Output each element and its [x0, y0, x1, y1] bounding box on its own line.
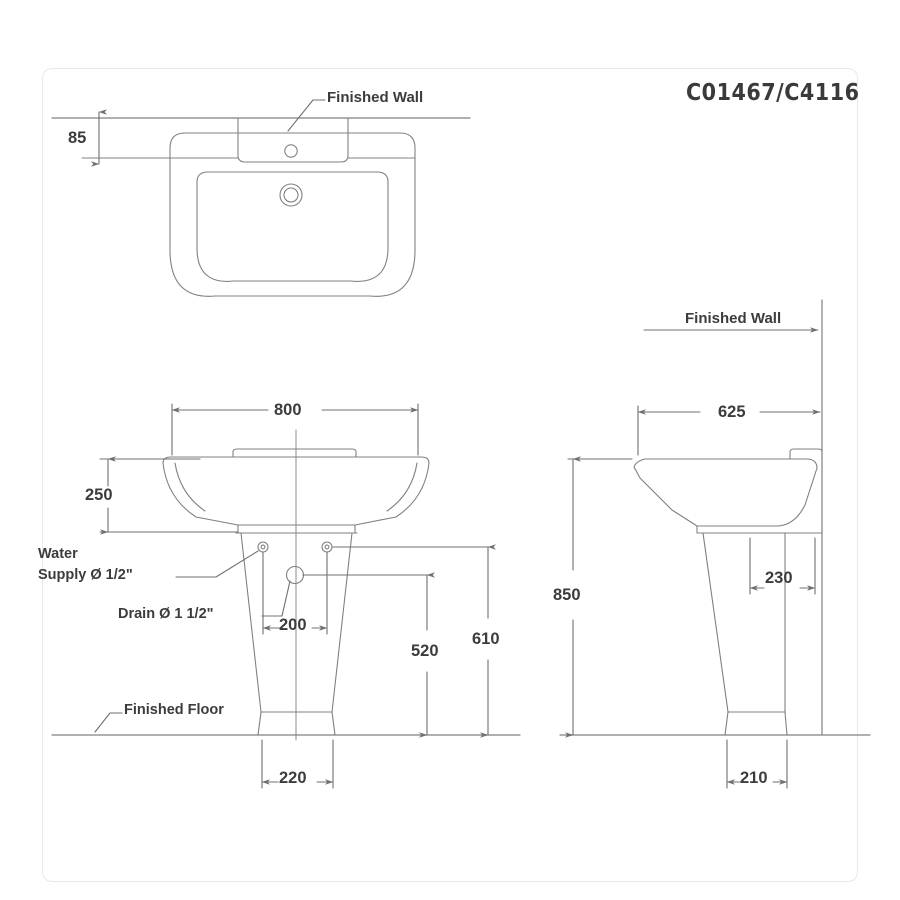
dim-85: [91, 109, 107, 167]
dim-label-200: 200: [279, 616, 307, 634]
dim-625: [637, 405, 821, 456]
finished-floor-leader: [94, 712, 123, 733]
label-finished-wall-top: Finished Wall: [327, 89, 424, 106]
dim-label-85: 85: [68, 129, 87, 147]
label-finished-floor: Finished Floor: [124, 702, 224, 718]
dim-label-250: 250: [85, 486, 113, 504]
side-view-geometry: [559, 299, 871, 736]
top-view-geometry: [51, 117, 471, 297]
label-drain: Drain Ø 1 1/2": [118, 606, 214, 622]
page-title: C01467/C4116: [686, 80, 860, 106]
label-finished-wall-side: Finished Wall: [685, 310, 782, 327]
dim-230: [749, 537, 816, 595]
dim-label-850: 850: [553, 586, 581, 604]
dim-200: [262, 551, 328, 635]
dim-label-210: 210: [740, 769, 768, 787]
drawing-frame: [42, 68, 858, 882]
dim-610: [332, 544, 496, 738]
dim-250: [99, 456, 239, 535]
dim-label-230: 230: [765, 569, 793, 587]
dim-label-610: 610: [472, 630, 500, 648]
dim-label-520: 520: [411, 642, 439, 660]
label-water-supply-line1: Water: [38, 546, 78, 562]
dim-label-220: 220: [279, 769, 307, 787]
front-view-geometry: [51, 429, 521, 741]
top-view-finished-wall-leader: [287, 99, 326, 132]
dim-800: [171, 403, 419, 456]
front-view-leaders: [175, 550, 291, 617]
dim-220: [261, 739, 334, 789]
dim-850: [565, 456, 633, 738]
dim-label-625: 625: [718, 403, 746, 421]
dim-210: [726, 739, 788, 789]
dim-label-800: 800: [274, 401, 302, 419]
label-water-supply-line2: Supply Ø 1/2": [38, 567, 133, 583]
dim-520: [302, 572, 435, 738]
